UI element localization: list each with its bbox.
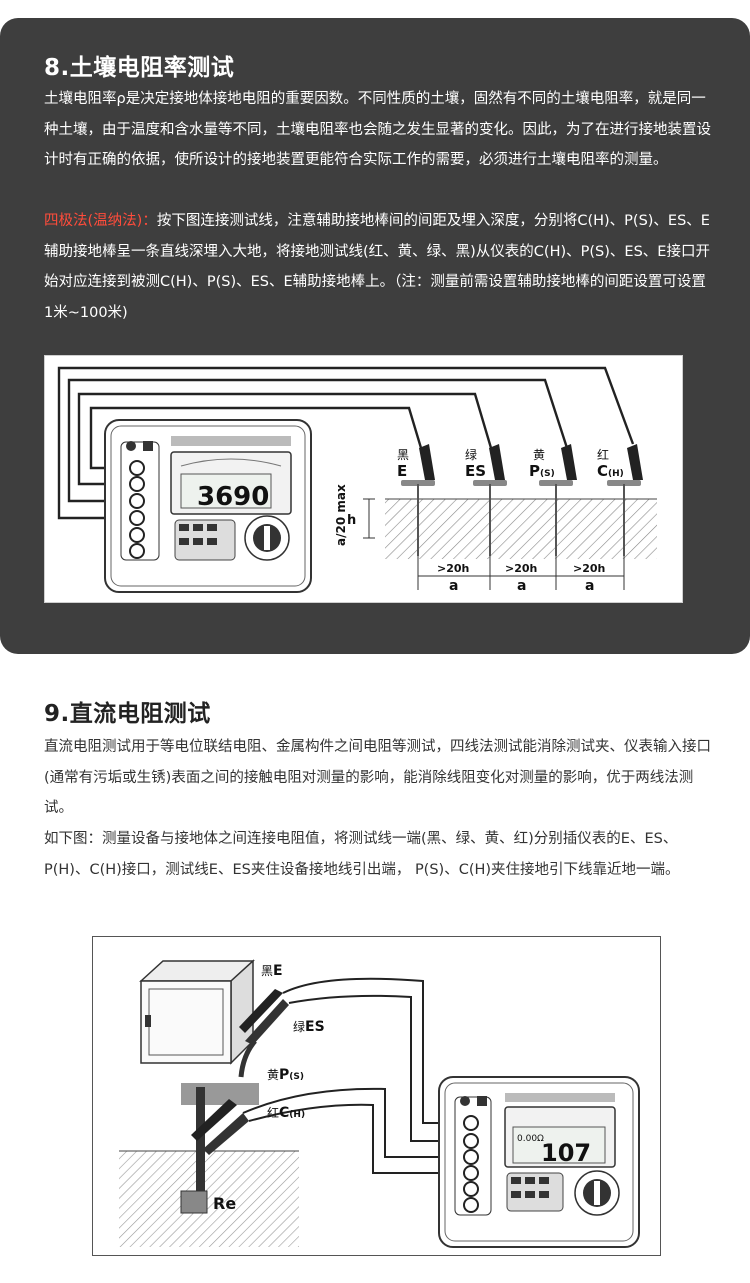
spacing-3-top: >20h [573,562,605,575]
equipment-cabinet [139,959,255,1065]
ground-resistance-label: Re [213,1194,236,1213]
wenner-diagram-svg: 3690 a/20 max h 黑 E 绿 ES 黄 P(S) [57,366,657,594]
probe-E: 黑 E [397,444,435,556]
dc-label-ES-terminal: ES [305,1019,325,1035]
dc-tester-meter: 0.00Ω 107 [438,1076,640,1248]
probe-P: 黄 P(S) [529,444,577,556]
probe-P-color: 黄 [533,448,545,462]
method-text: 按下图连接测试线，注意辅助接地棒间的间距及埋入深度，分别将C(H)、P(S)、E… [44,213,710,321]
svg-text:红C(H): 红C(H) [267,1105,305,1121]
dc-test-leads [242,977,471,1174]
test-leads [57,366,635,520]
dc-label-C-color: 红 [267,1105,279,1120]
depth-label: h [347,513,356,528]
probe-C-terminal: C [597,462,608,480]
probe-C-sub: (H) [608,469,624,479]
dc-label-E-terminal: E [273,963,283,979]
dc-resistance-diagram: Re 黑E 绿ES 黄P(S) 红C(H) 0.00Ω 107 [92,936,661,1256]
section-9-intro: 直流电阻测试用于等电位联结电阻、金属构件之间电阻等测试，四线法测试能消除测试夹、… [44,739,711,816]
method-label: 四极法(温纳法)： [44,213,157,229]
spacing-1-bottom: a [449,578,458,594]
svg-text:P(S): P(S) [529,462,555,480]
spacing-2-bottom: a [517,578,526,594]
probe-E-color: 黑 [397,448,409,462]
probe-ES-color: 绿 [465,447,477,462]
dc-label-P-sub: (S) [289,1072,304,1082]
dc-lead-labels: 黑E 绿ES 黄P(S) 红C(H) [261,963,325,1121]
ground-rod [196,1087,205,1195]
meter-reading: 3690 [197,482,269,512]
dc-label-P-terminal: P [279,1067,289,1083]
svg-text:黄P(S): 黄P(S) [267,1067,304,1083]
earth-tester-meter: 3690 [104,419,312,593]
section-8-method: 四极法(温纳法)：按下图连接测试线，注意辅助接地棒间的间距及埋入深度，分别将C(… [44,206,714,328]
probe-P-sub: (S) [540,469,555,479]
dc-meter-reading: 107 [541,1139,591,1167]
dc-label-C-sub: (H) [289,1110,305,1120]
soil-ground [385,499,657,559]
spacing-1-top: >20h [437,562,469,575]
dc-label-C-terminal: C [279,1105,289,1121]
dc-label-E-color: 黑 [261,964,273,978]
dc-meter-small-reading: 0.00Ω [517,1134,544,1144]
svg-text:C(H): C(H) [597,462,624,480]
section-9-title: 9.直流电阻测试 [44,701,211,727]
section-9-detail: 如下图：测量设备与接地体之间连接电阻值，将测试线一端(黑、绿、黄、红)分别插仪表… [44,831,680,878]
probe-ES: 绿 ES [465,444,507,556]
dc-soil [119,1151,299,1247]
dc-label-P-color: 黄 [267,1068,279,1082]
section-8-title: 8.土壤电阻率测试 [44,55,235,81]
spacing-2-top: >20h [505,562,537,575]
dc-label-ES-color: 绿 [293,1019,305,1034]
max-depth-label: a/20 max [334,484,348,546]
dc-diagram-svg: Re 黑E 绿ES 黄P(S) 红C(H) 0.00Ω 107 [119,959,640,1248]
spacing-dimensions [417,556,625,590]
svg-text:黑E: 黑E [261,963,283,979]
svg-text:绿ES: 绿ES [293,1019,325,1035]
wenner-method-diagram: 3690 a/20 max h 黑 E 绿 ES 黄 P(S) [44,355,683,603]
probe-ES-terminal: ES [465,462,486,480]
section-8-intro: 土壤电阻率ρ是决定接地体接地电阻的重要因数。不同性质的土壤，固然有不同的土壤电阻… [44,91,711,168]
probe-C: 红 C(H) [597,444,643,556]
probe-C-color: 红 [597,447,609,462]
spacing-3-bottom: a [585,578,594,594]
probe-E-terminal: E [397,462,407,480]
probe-P-terminal: P [529,462,540,480]
grounding-bar [181,1083,259,1105]
